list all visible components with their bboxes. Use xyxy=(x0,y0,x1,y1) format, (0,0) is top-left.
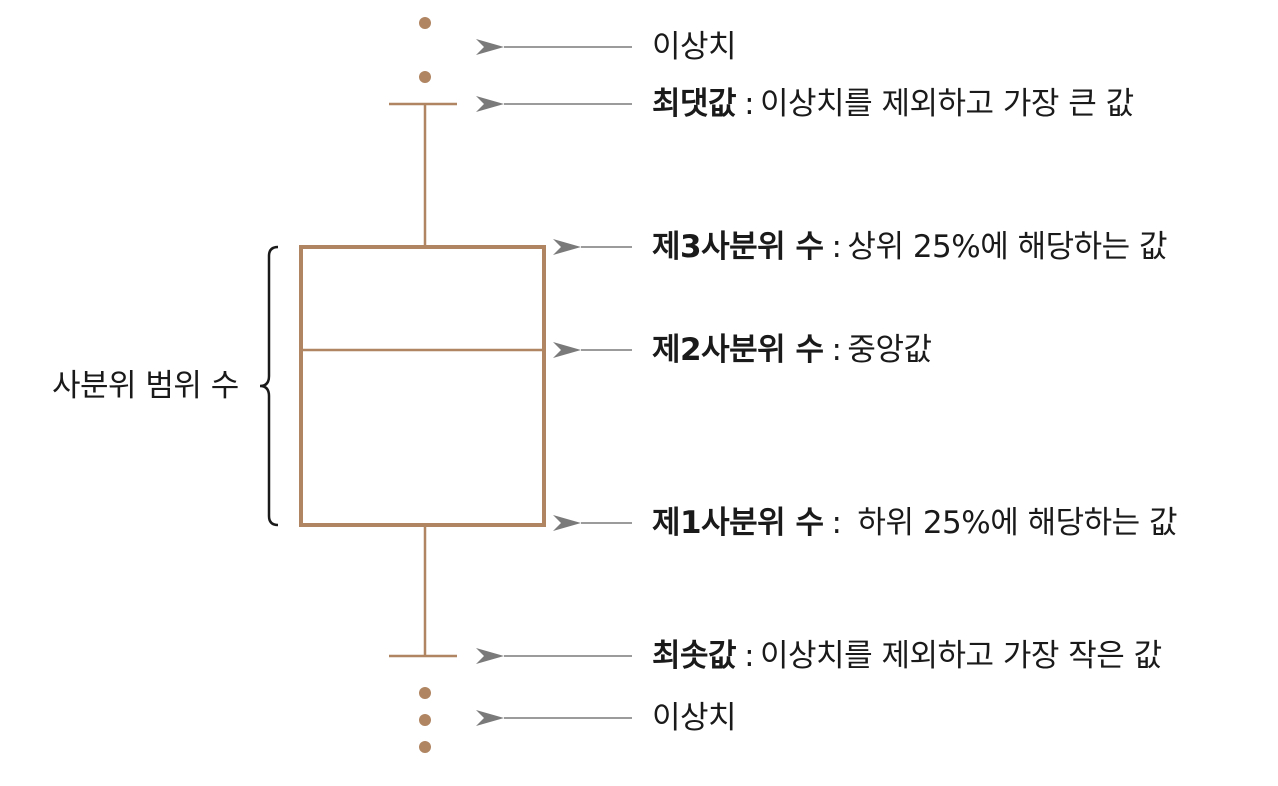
iqr-box xyxy=(299,245,546,527)
q2-desc: 중앙값 xyxy=(847,332,932,368)
iqr-brace xyxy=(259,245,279,527)
outlier-point-bottom-1 xyxy=(419,687,431,699)
q1-label: 제1사분위 수: 하위 25%에 해당하는 값 xyxy=(652,505,1178,541)
q3-separator: : xyxy=(831,229,842,265)
max-term: 최댓값 xyxy=(652,86,737,122)
outlier-bottom-text: 이상치 xyxy=(652,700,737,736)
outlier-point-top-2 xyxy=(419,71,431,83)
q3-term: 제3사분위 수 xyxy=(652,229,824,265)
q1-desc: 하위 25%에 해당하는 값 xyxy=(857,505,1178,541)
outlier-point-top-1 xyxy=(419,17,431,29)
max-desc: 이상치를 제외하고 가장 큰 값 xyxy=(760,86,1134,122)
iqr-label: 사분위 범위 수 xyxy=(52,368,239,404)
min-desc: 이상치를 제외하고 가장 작은 값 xyxy=(760,638,1162,674)
q3-label: 제3사분위 수:상위 25%에 해당하는 값 xyxy=(652,229,1168,265)
min-label: 최솟값:이상치를 제외하고 가장 작은 값 xyxy=(652,638,1162,674)
q1-term: 제1사분위 수 xyxy=(652,505,824,541)
outlier-top-label: 이상치 xyxy=(652,29,737,65)
q2-term: 제2사분위 수 xyxy=(652,332,824,368)
q2-label: 제2사분위 수:중앙값 xyxy=(652,332,932,368)
max-separator: : xyxy=(744,86,755,122)
outlier-bottom-label: 이상치 xyxy=(652,700,737,736)
min-term: 최솟값 xyxy=(652,638,737,674)
q3-desc: 상위 25%에 해당하는 값 xyxy=(847,229,1168,265)
max-label: 최댓값:이상치를 제외하고 가장 큰 값 xyxy=(652,86,1134,122)
outlier-point-bottom-3 xyxy=(419,741,431,753)
outlier-top-text: 이상치 xyxy=(652,29,737,65)
q1-separator: : xyxy=(831,505,842,541)
min-separator: : xyxy=(744,638,755,674)
iqr-text: 사분위 범위 수 xyxy=(52,368,239,404)
q2-separator: : xyxy=(831,332,842,368)
outlier-point-bottom-2 xyxy=(419,714,431,726)
